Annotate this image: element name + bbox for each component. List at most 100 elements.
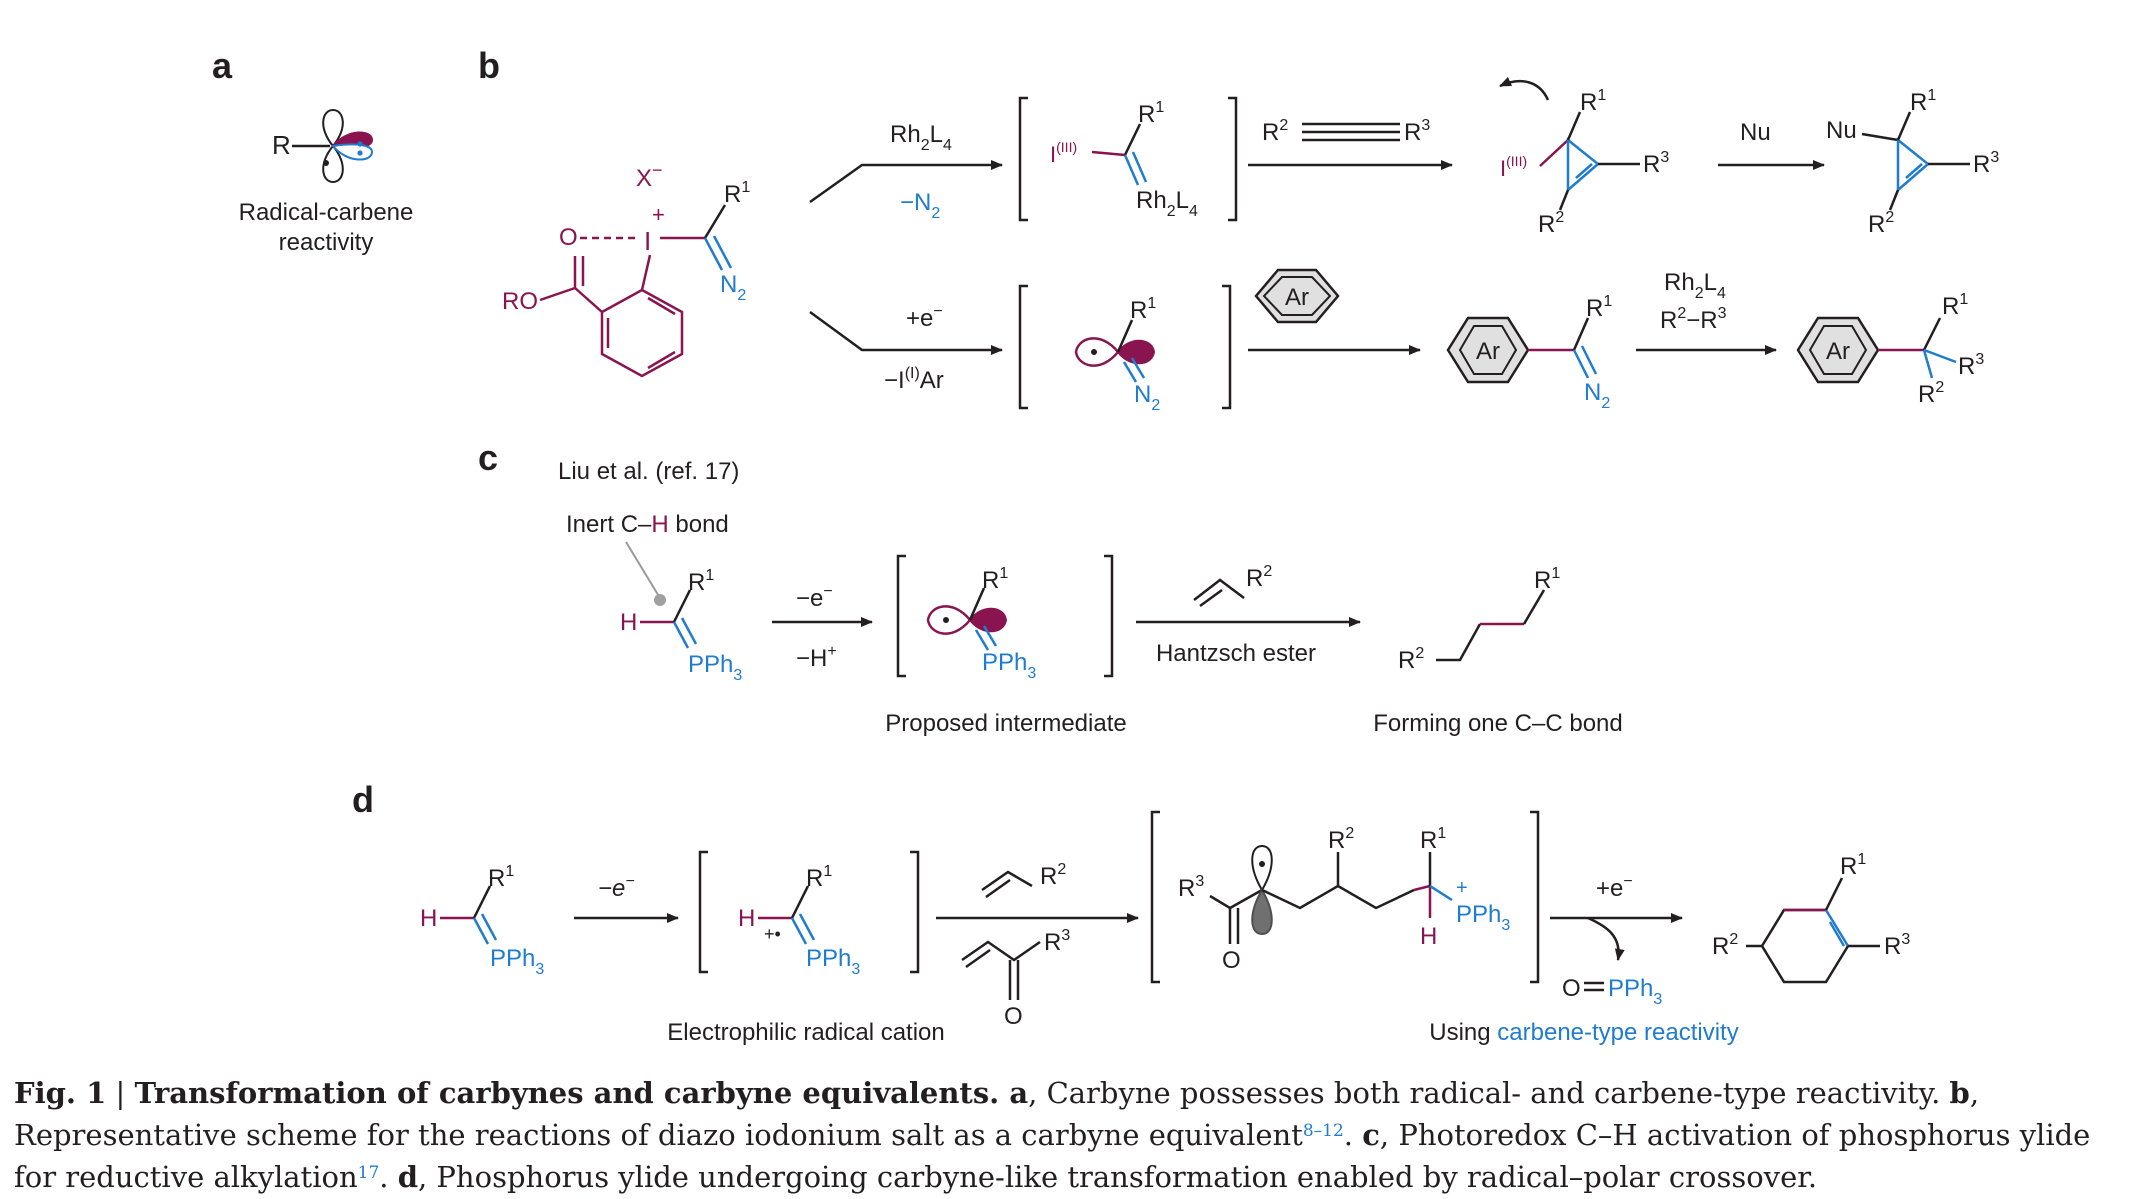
svg-text:I(III): I(III) [1050, 139, 1077, 167]
panel-b-letter: b [478, 45, 500, 86]
inert-bond-label: Inert C–H bond [566, 511, 729, 538]
svg-text:PPh3: PPh3 [806, 945, 860, 978]
svg-text:N2: N2 [720, 271, 746, 304]
alkylation-product: R2 R1 [1398, 565, 1560, 674]
svg-text:R2: R2 [1246, 563, 1272, 592]
n2-loss-label: −N2 [900, 189, 940, 222]
svg-text:R2: R2 [1918, 379, 1944, 408]
panel-c-letter: c [478, 437, 498, 478]
svg-text:R3: R3 [1044, 927, 1070, 956]
svg-text:Nu: Nu [1826, 117, 1857, 144]
svg-text:O: O [559, 224, 578, 251]
svg-text:R1: R1 [688, 567, 714, 596]
svg-text:I(III): I(III) [1500, 153, 1527, 181]
svg-text:R1: R1 [1138, 99, 1164, 128]
caption-text: . [1343, 1118, 1363, 1152]
nu-reagent-label: Nu [1740, 119, 1771, 146]
reaction-scheme: a R Radical-carbene reactivity b X− I + … [212, 45, 1999, 1046]
svg-text:R2: R2 [1538, 209, 1564, 238]
svg-text:RO: RO [502, 288, 538, 315]
svg-text:PPh3: PPh3 [1456, 901, 1510, 934]
svg-text:R1: R1 [1840, 851, 1866, 880]
proposed-intermediate-label: Proposed intermediate [885, 710, 1126, 737]
svg-text:R1: R1 [1580, 87, 1606, 116]
ylide-d-starting-material: H R1 PPh3 [420, 863, 544, 978]
svg-text:H: H [420, 905, 437, 932]
set-label: +e− [906, 303, 943, 332]
cyclopropene-product: Nu R1 R3 R2 [1826, 87, 1999, 238]
caption-figure-number: Fig. 1 [14, 1076, 107, 1110]
aryl-alkyl-product: Ar R1 R3 R2 [1796, 291, 1984, 408]
caption-panel-a-text: , Carbyne possesses both radical- and ca… [1028, 1076, 1950, 1110]
aryl-diazo-product: Ar R1 N2 [1446, 293, 1612, 412]
citation-label: Liu et al. (ref. 17) [558, 458, 739, 485]
panel-b: b X− I + O R1 N2 RO [478, 45, 1999, 414]
svg-text:+: + [1456, 877, 1468, 899]
caption-ref-link[interactable]: 17 [357, 1163, 380, 1183]
radical-cation-label: Electrophilic radical cation [667, 1019, 944, 1046]
caption-panel-a-letter: a [999, 1076, 1029, 1110]
svg-text:R2: R2 [1868, 209, 1894, 238]
svg-text:H: H [738, 905, 755, 932]
caption-separator: | [106, 1076, 135, 1110]
svg-text:R3: R3 [1958, 351, 1984, 380]
svg-text:PPh3: PPh3 [490, 945, 544, 978]
svg-text:R1: R1 [724, 179, 750, 208]
svg-text:H: H [620, 609, 637, 636]
figure-caption: Fig. 1 | Transformation of carbynes and … [14, 1072, 2119, 1198]
caption-text: . [379, 1160, 398, 1194]
cc-bond-label: Forming one C–C bond [1373, 710, 1622, 737]
svg-text:R1: R1 [982, 565, 1008, 594]
svg-text:+e−: +e− [1596, 873, 1633, 902]
svg-text:R1: R1 [1942, 291, 1968, 320]
svg-text:R1: R1 [1130, 295, 1156, 324]
panel-a-letter: a [212, 45, 233, 86]
svg-text:R2: R2 [1262, 117, 1288, 146]
caption-panel-c-text: , Photoredox C–H activation of phosphoru… [14, 1118, 2091, 1194]
arene-reagent: Ar [1254, 268, 1340, 324]
hantzsch-ester-label: Hantzsch ester [1156, 640, 1316, 667]
ylide-radical-intermediate: R1 PPh3 [896, 554, 1114, 682]
svg-text:R1: R1 [488, 863, 514, 892]
caption-title: Transformation of carbynes and carbyne e… [134, 1076, 1000, 1110]
svg-text:R2: R2 [1040, 861, 1066, 890]
panel-a-label-line1: Radical-carbene [239, 199, 414, 226]
svg-text:I: I [644, 226, 651, 256]
svg-text:Ar: Ar [1826, 338, 1850, 365]
svg-text:+•: +• [764, 924, 781, 944]
panel-a-label-line2: reactivity [279, 229, 374, 256]
svg-text:R2−R3: R2−R3 [1660, 305, 1727, 334]
caption-ref-link[interactable]: 8–12 [1302, 1121, 1344, 1141]
svg-text:N2: N2 [1584, 379, 1610, 412]
svg-text:R3: R3 [1643, 149, 1669, 178]
svg-text:R3: R3 [1973, 149, 1999, 178]
svg-text:R2: R2 [1328, 825, 1354, 854]
panel-d-letter: d [352, 779, 374, 820]
zwitterionic-radical-intermediate: R3 O R2 R1 H + PPh3 [1150, 810, 1540, 984]
panel-d: d H R1 PPh3 −e− H +• R1 PPh3 Electrophil… [352, 779, 1910, 1046]
caption-panel-c-letter: c [1362, 1118, 1380, 1152]
svg-text:PPh3: PPh3 [1608, 975, 1662, 1008]
svg-text:R3: R3 [1884, 931, 1910, 960]
caption-panel-d-letter: d [397, 1160, 418, 1194]
carbene-reactivity-label: Using carbene-type reactivity [1429, 1019, 1738, 1046]
panel-a: a R Radical-carbene reactivity [212, 45, 413, 256]
panel-c: c Liu et al. (ref. 17) Inert C–H bond H … [478, 437, 1623, 737]
caption-panel-d-text: , Phosphorus ylide undergoing carbyne-li… [417, 1160, 1818, 1194]
svg-text:O: O [1004, 1003, 1023, 1030]
svg-text:Ar: Ar [1476, 338, 1500, 365]
ylide-starting-material: H R1 PPh3 [620, 567, 742, 684]
svg-text:R1: R1 [1910, 87, 1936, 116]
diazo-iodonium-salt: X− I + O R1 N2 RO [502, 160, 750, 378]
svg-text:−e−: −e− [796, 583, 833, 612]
iodoarene-loss-label: −I(I)Ar [884, 365, 944, 394]
svg-text:R1: R1 [1534, 565, 1560, 594]
svg-text:Rh2L4: Rh2L4 [1136, 187, 1198, 220]
svg-text:R1: R1 [806, 863, 832, 892]
svg-text:R1: R1 [1586, 293, 1612, 322]
rh-catalyst-label: Rh2L4 [890, 121, 952, 154]
svg-text:R3: R3 [1178, 873, 1204, 902]
cyclopropene-iodonium: I(III) R1 R3 R2 [1499, 76, 1669, 238]
svg-text:R2: R2 [1712, 931, 1738, 960]
caption-panel-b-letter: b [1949, 1076, 1970, 1110]
